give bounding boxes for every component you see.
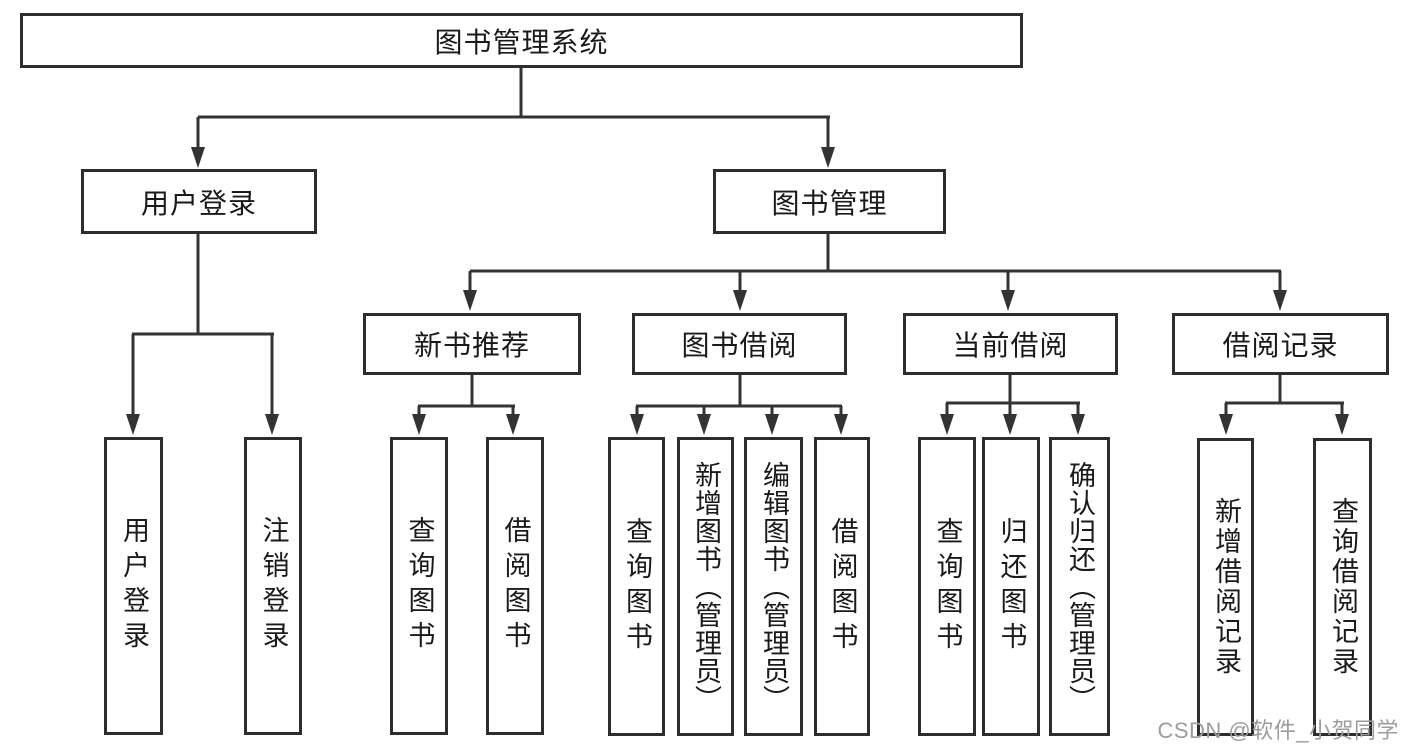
- leaf-return-books: 归还图书: [982, 437, 1040, 736]
- leaf-label: 查询图书: [622, 516, 652, 657]
- leaf-label: 注销登录: [258, 516, 289, 656]
- node-label: 新书推荐: [413, 330, 530, 361]
- node-label: 图书管理: [771, 187, 888, 219]
- leaf-add-books-admin: 新增图书（管理员）: [677, 437, 734, 736]
- leaf-label: 查询借阅记录: [1328, 497, 1358, 677]
- node-new-book-recommend: 新书推荐: [363, 313, 581, 375]
- leaf-confirm-return-admin: 确认归还（管理员）: [1049, 437, 1110, 736]
- leaf-label: 确认归还（管理员）: [1065, 460, 1095, 713]
- leaf-label: 查询图书: [404, 516, 435, 656]
- leaf-add-borrow-record: 新增借阅记录: [1197, 438, 1254, 736]
- node-borrowing-records: 借阅记录: [1172, 313, 1389, 375]
- leaf-query-books-current: 查询图书: [918, 437, 976, 736]
- leaf-user-login: 用户登录: [104, 437, 163, 735]
- node-book-borrowing: 图书借阅: [632, 313, 847, 375]
- node-user-login: 用户登录: [81, 169, 317, 234]
- leaf-label: 新增图书（管理员）: [691, 460, 721, 713]
- leaf-logout: 注销登录: [244, 437, 302, 735]
- node-current-borrowing: 当前借阅: [903, 313, 1118, 375]
- leaf-edit-books-admin: 编辑图书（管理员）: [744, 437, 803, 736]
- leaf-label: 归还图书: [996, 516, 1027, 657]
- node-label: 图书管理系统: [434, 26, 609, 58]
- node-label: 用户登录: [140, 187, 257, 219]
- leaf-label: 编辑图书（管理员）: [759, 460, 789, 713]
- node-library-management-system: 图书管理系统: [20, 13, 1023, 68]
- leaf-query-books-rec: 查询图书: [390, 437, 448, 735]
- node-book-management: 图书管理: [713, 169, 946, 234]
- leaf-label: 借阅图书: [500, 516, 531, 656]
- node-label: 借阅记录: [1222, 330, 1339, 361]
- leaf-label: 新增借阅记录: [1211, 497, 1241, 677]
- node-label: 当前借阅: [952, 330, 1069, 361]
- leaf-label: 查询图书: [932, 516, 963, 657]
- leaf-label: 用户登录: [119, 516, 149, 656]
- node-label: 图书借阅: [681, 330, 798, 361]
- leaf-query-borrow-record: 查询借阅记录: [1313, 438, 1372, 736]
- leaf-borrow-books-rec: 借阅图书: [486, 437, 544, 735]
- leaf-borrow-books: 借阅图书: [814, 437, 870, 736]
- leaf-label: 借阅图书: [827, 516, 858, 657]
- csdn-watermark: CSDN @软件_小贺同学: [1157, 718, 1399, 743]
- leaf-query-books-borrow: 查询图书: [608, 437, 665, 736]
